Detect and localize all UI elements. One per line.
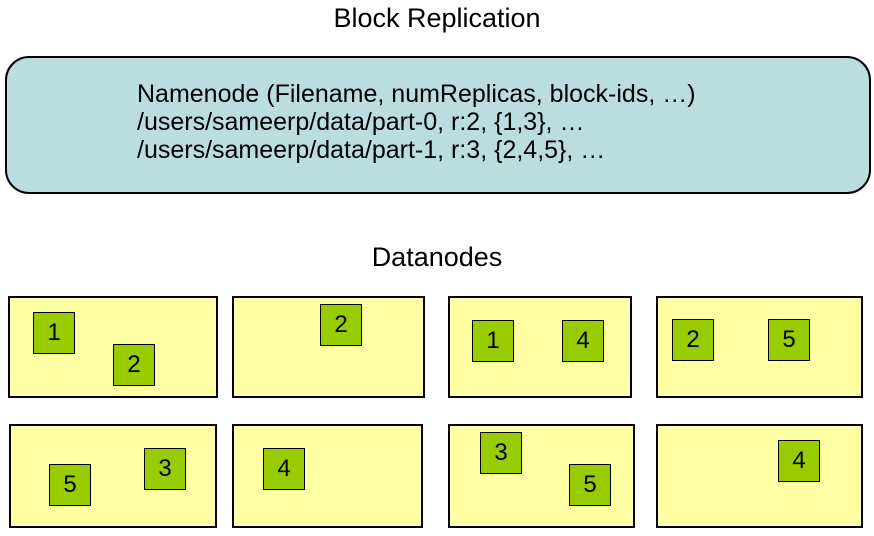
block-3: 3 bbox=[480, 432, 522, 474]
namenode-box: Namenode (Filename, numReplicas, block-i… bbox=[5, 56, 871, 194]
block-5: 5 bbox=[49, 464, 91, 506]
page-title: Block Replication bbox=[333, 3, 541, 33]
datanode-box-6: 4 bbox=[232, 424, 423, 528]
datanodes-heading: Datanodes bbox=[371, 242, 503, 272]
datanode-box-8: 4 bbox=[656, 424, 863, 528]
block-4: 4 bbox=[778, 440, 820, 482]
block-3: 3 bbox=[144, 448, 186, 490]
block-1: 1 bbox=[472, 320, 514, 362]
block-5: 5 bbox=[569, 464, 611, 506]
block-4: 4 bbox=[562, 320, 604, 362]
namenode-line-part0: /users/sameerp/data/part-0, r:2, {1,3}, … bbox=[137, 108, 585, 136]
block-2: 2 bbox=[113, 344, 155, 386]
datanode-box-2: 2 bbox=[232, 296, 425, 398]
block-1: 1 bbox=[33, 312, 75, 354]
block-4: 4 bbox=[263, 448, 305, 490]
block-2: 2 bbox=[320, 304, 362, 346]
namenode-text: Namenode (Filename, numReplicas, block-i… bbox=[7, 58, 869, 164]
namenode-line-header: Namenode (Filename, numReplicas, block-i… bbox=[137, 80, 696, 108]
block-2: 2 bbox=[672, 319, 714, 361]
namenode-line-part1: /users/sameerp/data/part-1, r:3, {2,4,5}… bbox=[137, 136, 606, 164]
block-5: 5 bbox=[768, 319, 810, 361]
